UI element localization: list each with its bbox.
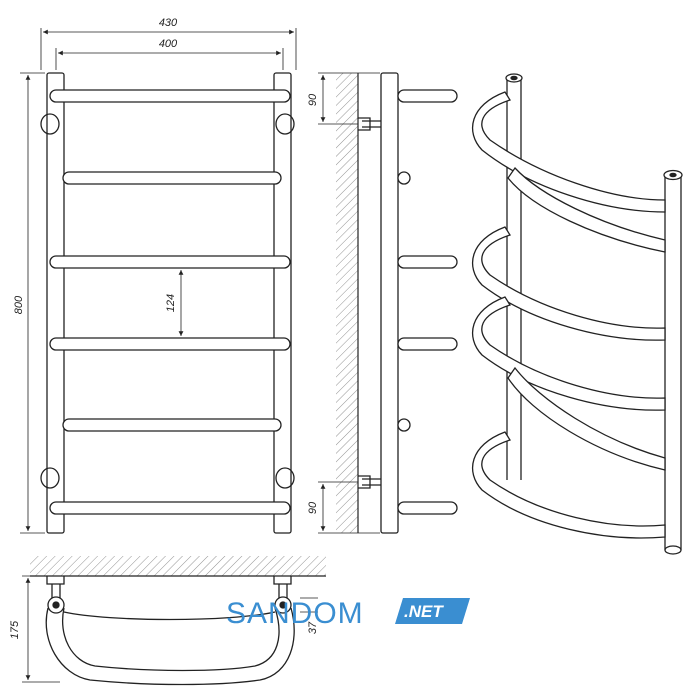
persp-bar-3 — [472, 226, 666, 341]
top-bracket-left — [46, 576, 65, 598]
side-bar-2 — [397, 171, 411, 185]
front-mount-bottom-right — [275, 467, 295, 489]
persp-bar-1 — [472, 91, 666, 213]
top-wall — [30, 556, 326, 576]
front-mount-top-right — [275, 113, 295, 135]
side-post — [380, 72, 399, 534]
front-bar-2 — [62, 171, 282, 185]
dim-bottom-offset: 90 — [307, 501, 319, 514]
side-bar-1 — [397, 89, 458, 103]
front-mount-bottom-left — [40, 467, 60, 489]
side-bar-5 — [397, 418, 411, 432]
side-wall — [336, 73, 358, 533]
persp-bar-6 — [472, 431, 666, 539]
front-bar-3 — [49, 255, 291, 269]
front-dimensions — [20, 28, 297, 534]
side-view — [318, 72, 458, 534]
watermark-badge — [395, 598, 470, 624]
side-bracket-top — [358, 117, 381, 131]
top-bracket-right — [273, 576, 292, 598]
persp-bar-2 — [507, 166, 666, 253]
side-bar-3 — [397, 255, 458, 269]
top-bar-inner — [62, 607, 280, 672]
top-bar-outer — [45, 607, 295, 686]
side-bar-4 — [397, 337, 458, 351]
front-left-post — [46, 72, 65, 534]
side-bar-6 — [397, 501, 458, 515]
top-post-right — [274, 596, 292, 614]
dim-bar-spacing: 124 — [165, 294, 177, 312]
front-right-post — [273, 72, 292, 534]
front-view — [40, 72, 295, 534]
side-bracket-bottom — [358, 475, 381, 489]
persp-left-post — [506, 78, 522, 480]
dim-bracket-offset: 37 — [307, 621, 319, 634]
watermark-logo: SANDOM .NET — [226, 597, 470, 630]
dim-top-offset: 90 — [307, 93, 319, 106]
top-view — [22, 556, 326, 686]
dim-mount-width: 400 — [159, 38, 178, 50]
persp-bar-4 — [472, 296, 666, 411]
watermark-brand: SANDOM — [226, 597, 364, 630]
front-bar-5 — [62, 418, 282, 432]
watermark-badge-text: .NET — [404, 602, 444, 621]
front-bar-6 — [49, 501, 291, 515]
front-mount-top-left — [40, 113, 60, 135]
top-post-left — [47, 596, 65, 614]
dim-depth: 175 — [9, 620, 21, 639]
dim-height: 800 — [13, 295, 25, 314]
persp-right-post — [664, 175, 682, 550]
perspective-view — [472, 73, 683, 555]
persp-bar-5 — [507, 366, 666, 471]
front-bar-1 — [49, 89, 291, 103]
front-bar-4 — [49, 337, 291, 351]
dim-overall-width: 430 — [159, 17, 178, 29]
